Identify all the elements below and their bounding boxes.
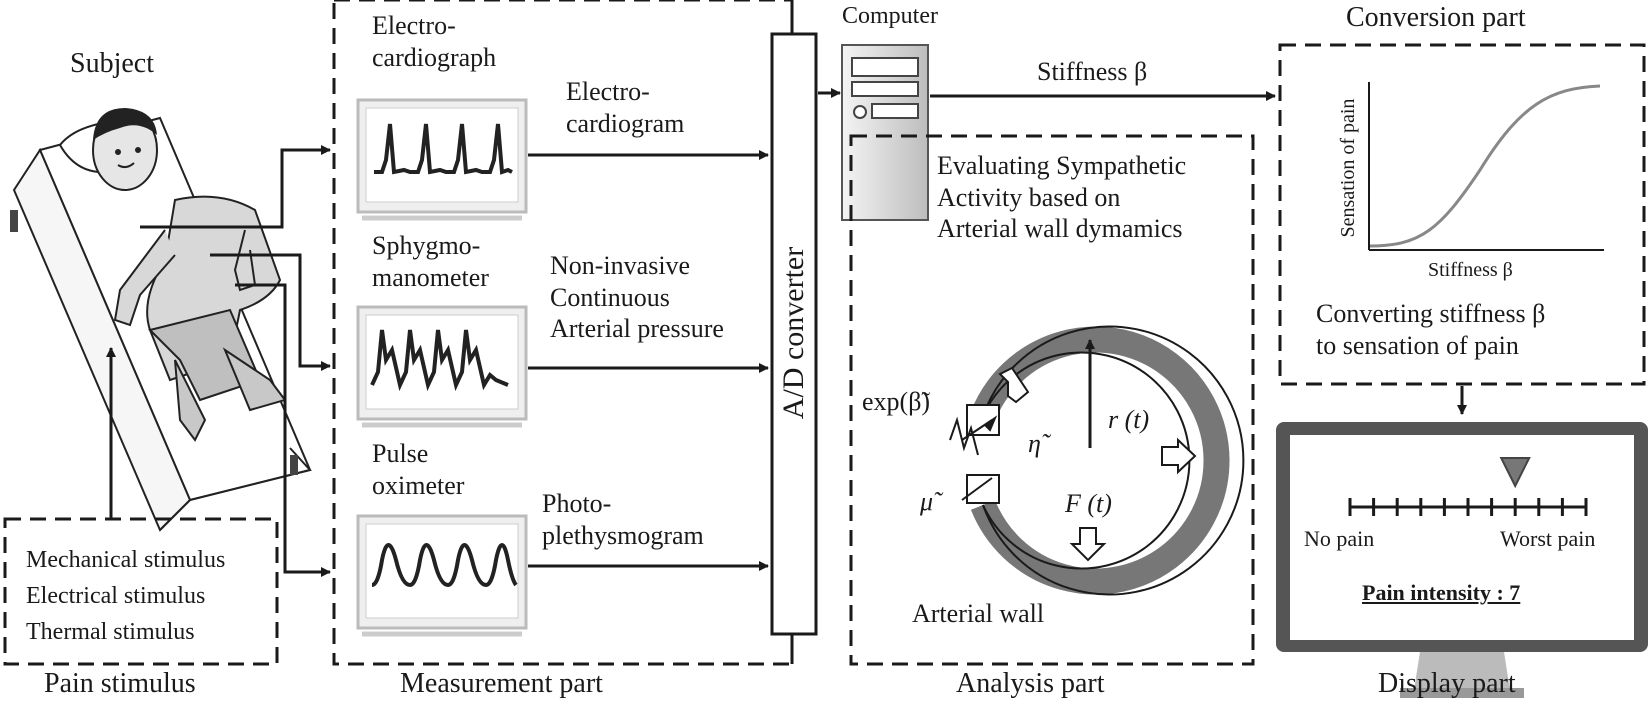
analysis-title: Evaluating Sympathetic Activity based on… — [937, 151, 1187, 244]
sigmoid-curve — [1369, 84, 1601, 248]
stimulus-item: Electrical stimulus — [26, 583, 206, 609]
ppg-signal-label: Photo-plethysmogram — [542, 489, 704, 550]
pain-stimulus-box — [3, 517, 279, 666]
arterial-wall-ring — [970, 325, 1245, 596]
ecg-monitor — [356, 98, 528, 221]
conversion-caption: Converting stiffness β to sensation of p… — [1316, 299, 1546, 360]
mu-label: μ̃ — [920, 487, 934, 516]
eta-label: η̃ — [1028, 429, 1041, 458]
subject-illustration — [10, 108, 312, 532]
worst-pain-label: Worst pain — [1500, 526, 1596, 551]
exp-beta-label: exp(β̃) — [862, 387, 931, 416]
bp-waveform — [370, 329, 509, 392]
ad-converter-label: A/D converter — [777, 246, 810, 420]
no-pain-label: No pain — [1304, 526, 1375, 551]
conversion-part-box — [1278, 43, 1646, 386]
pain-stimulus-label: Pain stimulus — [44, 668, 196, 699]
conversion-xlabel: Stiffness β — [1428, 259, 1513, 281]
pain-marker — [1499, 457, 1531, 489]
analysis-part-box — [849, 134, 1255, 666]
pain-scale-ticks — [1348, 498, 1588, 516]
force-arrow-topleft — [998, 366, 1030, 404]
stimuli-list: Mechanical stimulus Electrical stimulus … — [26, 542, 225, 650]
force-arrow-right — [1161, 437, 1197, 475]
stimulus-item: Mechanical stimulus — [26, 547, 226, 573]
bp-lead-wire — [210, 253, 331, 371]
viscoelastic-model — [949, 404, 1000, 504]
r-t-label: r (t) — [1108, 405, 1150, 434]
measurement-part-label: Measurement part — [400, 668, 603, 699]
arterial-wall-label: Arterial wall — [912, 599, 1045, 628]
pain-intensity-readout: Pain intensity : 7 — [1362, 580, 1521, 605]
ppg-waveform — [371, 543, 518, 588]
display-part-label: Display part — [1378, 668, 1516, 699]
conversion-ylabel: Sensation of pain — [1336, 98, 1359, 238]
computer-label: Computer — [842, 3, 938, 29]
bp-device-label: Sphygmo-manometer — [372, 231, 489, 292]
conversion-curve-plot — [1368, 82, 1604, 251]
bp-monitor — [356, 305, 528, 428]
display-monitor — [1276, 422, 1648, 698]
stiffness-label: Stiffness β — [1037, 57, 1148, 86]
spo2-lead-wire — [235, 283, 331, 577]
analysis-part-label: Analysis part — [956, 668, 1105, 699]
ecg-device-label: Electro-cardiograph — [372, 11, 497, 72]
subject-label: Subject — [70, 48, 154, 79]
force-arrow-down — [1069, 527, 1107, 562]
ecg-waveform — [374, 123, 513, 175]
conversion-part-label: Conversion part — [1346, 2, 1526, 33]
ecg-lead-wire — [140, 145, 331, 229]
ecg-signal-label: Electro-cardiogram — [566, 77, 685, 138]
spo2-monitor — [356, 514, 528, 637]
f-t-label: F (t) — [1065, 489, 1112, 518]
stimulus-item: Thermal stimulus — [26, 619, 195, 645]
ad-converter-box — [770, 32, 818, 636]
computer-tower — [841, 44, 929, 221]
